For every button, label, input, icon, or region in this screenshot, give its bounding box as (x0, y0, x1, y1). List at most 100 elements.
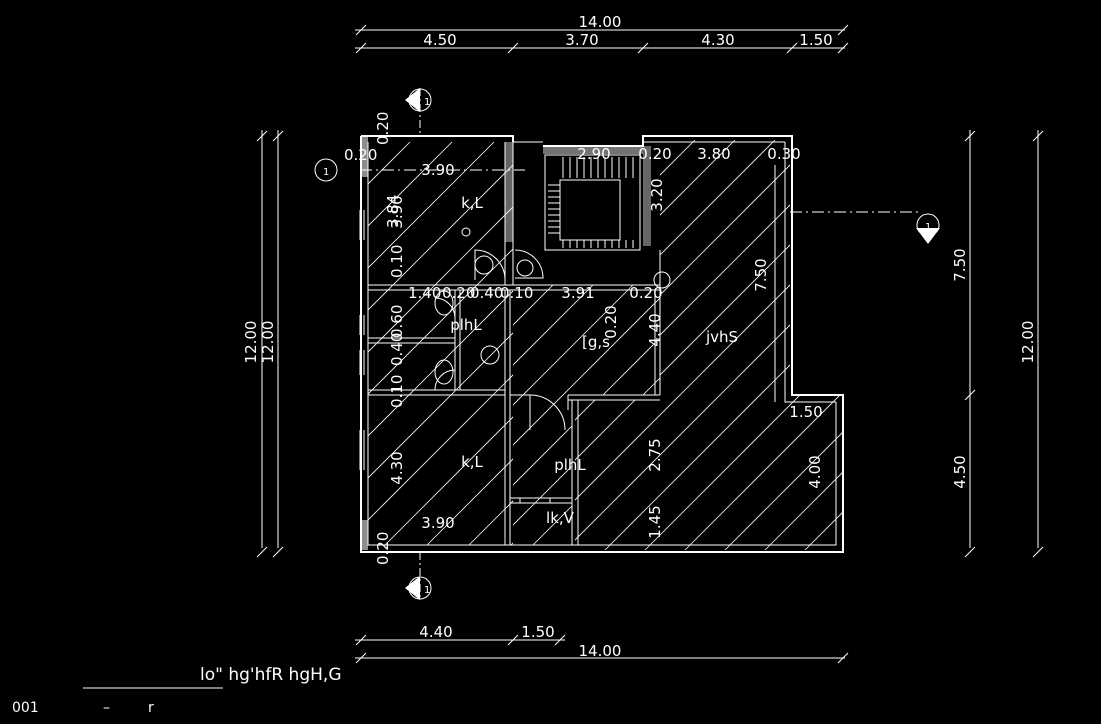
hatch-line (513, 285, 594, 545)
hatch-line (575, 140, 696, 550)
dimension-texts: 14.00 4.50 3.70 4.30 1.50 4.40 1.50 14.0… (242, 13, 1037, 660)
dimension-tick (964, 130, 976, 142)
fixtures (434, 227, 671, 385)
hatch-line (684, 140, 843, 550)
interior-dim: 1.45 (646, 505, 664, 538)
section-marker-right: 1 (916, 213, 940, 244)
interior-dim: 0.20 (344, 146, 377, 164)
hatch-line (513, 285, 554, 545)
dim-top-seg-2: 3.70 (565, 31, 598, 49)
hatch-line (575, 140, 843, 550)
room-label: jvhS (705, 328, 738, 346)
hatch-line (368, 142, 453, 545)
dimension-tick (272, 546, 284, 558)
dimension-tick (637, 42, 649, 54)
hatch-line (368, 142, 513, 545)
outer-walls (360, 135, 844, 553)
dim-bottom-seg-1: 4.40 (419, 623, 452, 641)
svg-text:1: 1 (925, 222, 931, 233)
dimension-tick (256, 546, 268, 558)
staircase (544, 154, 641, 251)
hatch-line (575, 140, 736, 550)
interior-dim: 0.20 (638, 145, 671, 163)
hatch-line (575, 140, 843, 550)
room-label: k,L (461, 453, 483, 471)
dim-top-seg-1: 4.50 (423, 31, 456, 49)
section-marker-top: 1 (405, 88, 432, 112)
section-marker-bottom: 1 (405, 576, 432, 600)
hatch-line (644, 140, 843, 550)
svg-text:1: 1 (424, 585, 430, 596)
dimension-tick (964, 546, 976, 558)
interior-dim: 3.90 (388, 195, 406, 228)
dimension-tick (1032, 130, 1044, 142)
interior-dim: 0.40 (388, 333, 406, 366)
dimension-tick (837, 42, 849, 54)
dim-right-upper: 7.50 (951, 248, 969, 281)
interior-dim: 3.91 (561, 284, 594, 302)
interior-dim: 1.40 (408, 284, 441, 302)
interior-dim: 0.40 (470, 284, 503, 302)
dim-top-seg-4: 1.50 (799, 31, 832, 49)
interior-dim: 0.10 (388, 375, 406, 408)
dim-top-total: 14.00 (579, 13, 622, 31)
interior-dim: 1.50 (789, 403, 822, 421)
dimension-lines (256, 24, 1044, 664)
interior-dim: 2.90 (577, 145, 610, 163)
hatch-line (368, 142, 513, 545)
interior-dim: 2.75 (646, 438, 664, 471)
dimension-tick (554, 634, 566, 646)
windows (359, 210, 369, 470)
scale-dash: – (103, 700, 110, 716)
interior-dim: 0.20 (374, 112, 392, 145)
dim-right-lower: 4.50 (951, 455, 969, 488)
interior-dim: 0.20 (629, 284, 662, 302)
title-block: lo" hg'hfR hgH,G 001 – r (12, 665, 342, 716)
interior-dim: 3.20 (648, 178, 666, 211)
dimension-tick (964, 389, 976, 401)
dimension-tick (1032, 546, 1044, 558)
hatch-line (513, 285, 660, 545)
dim-bottom-seg-2: 1.50 (521, 623, 554, 641)
dimension-tick (272, 130, 284, 142)
interior-dim: 0.10 (500, 284, 533, 302)
interior-dim: 3.80 (697, 145, 730, 163)
dimension-tick (507, 634, 519, 646)
interior-dim: 3.90 (421, 161, 454, 179)
hatch-line (368, 142, 411, 545)
interior-dim: 4.30 (388, 451, 406, 484)
dimension-tick (786, 42, 798, 54)
hatch-line (513, 285, 660, 545)
room-labels: k,L plhL [g,s jvhS k,L plhL lk,V (450, 194, 738, 527)
interior-dim: 4.00 (806, 455, 824, 488)
scale-value: 001 (12, 700, 39, 716)
interior-dim: 3.84 (384, 195, 402, 228)
interior-dim: 0.60 (388, 305, 406, 338)
section-marker-left: 1 (314, 158, 338, 182)
interior-walls (368, 142, 776, 545)
doors (434, 249, 569, 504)
dim-bottom-total: 14.00 (579, 642, 622, 660)
room-label: plhL (554, 456, 586, 474)
dimension-tick (355, 634, 367, 646)
hatch-line (652, 285, 660, 545)
drawing-title: lo" hg'hfR hgH,G (200, 665, 342, 685)
dim-left-inner: 12.00 (259, 321, 277, 364)
hatch-line (575, 140, 776, 550)
hatch-line (368, 142, 369, 545)
dimension-tick (837, 652, 849, 664)
hatch-line (513, 285, 660, 545)
hatch-line (384, 142, 513, 545)
dim-right-total: 12.00 (1019, 321, 1037, 364)
interior-dim: 0.20 (374, 532, 392, 565)
dim-left-outer: 12.00 (242, 321, 260, 364)
room-label: plhL (450, 316, 482, 334)
hatch-line (426, 142, 513, 545)
dimension-tick (355, 24, 367, 36)
room-label: [g,s (582, 333, 610, 351)
dimension-tick (256, 130, 268, 142)
svg-text:1: 1 (424, 97, 430, 108)
dim-top-seg-3: 4.30 (701, 31, 734, 49)
interior-dim: 0.20 (602, 305, 620, 338)
